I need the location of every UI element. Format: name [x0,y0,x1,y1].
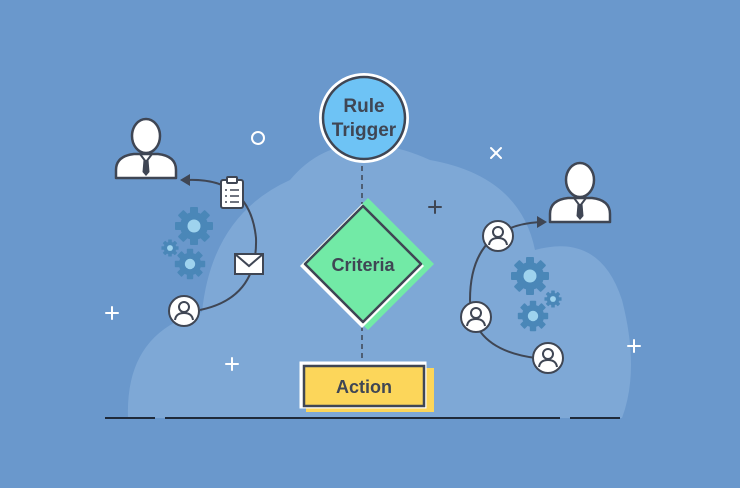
gear-icon [517,300,549,332]
action-label: Action [336,377,392,397]
decoration-ring-icon [251,131,265,145]
decoration-plus-icon [105,306,641,371]
decoration-plus-dark-icon [428,200,442,214]
gear-icon [544,290,562,308]
gear-icon [175,207,213,245]
rule-trigger-label-line1: Rule [343,96,384,117]
arrow-head-icon [180,174,190,186]
person-circle-icon [532,342,564,374]
decoration-x-icon [490,147,502,159]
gear-icon [161,239,179,257]
user-icon [114,117,178,180]
arrow-head-icon [537,216,547,228]
rule-trigger-node: Rule Trigger [319,73,409,163]
gear-icon [511,257,549,295]
criteria-node: Criteria [300,198,434,330]
gear-icon [174,248,206,280]
rule-trigger-label-line2: Trigger [332,120,397,141]
person-circle-icon [482,220,514,252]
clipboard-icon [220,176,244,209]
action-node: Action [299,361,434,412]
user-icon [548,161,612,224]
envelope-icon [234,253,264,275]
person-circle-icon [168,295,200,327]
criteria-label: Criteria [331,255,395,275]
person-circle-icon [460,301,492,333]
